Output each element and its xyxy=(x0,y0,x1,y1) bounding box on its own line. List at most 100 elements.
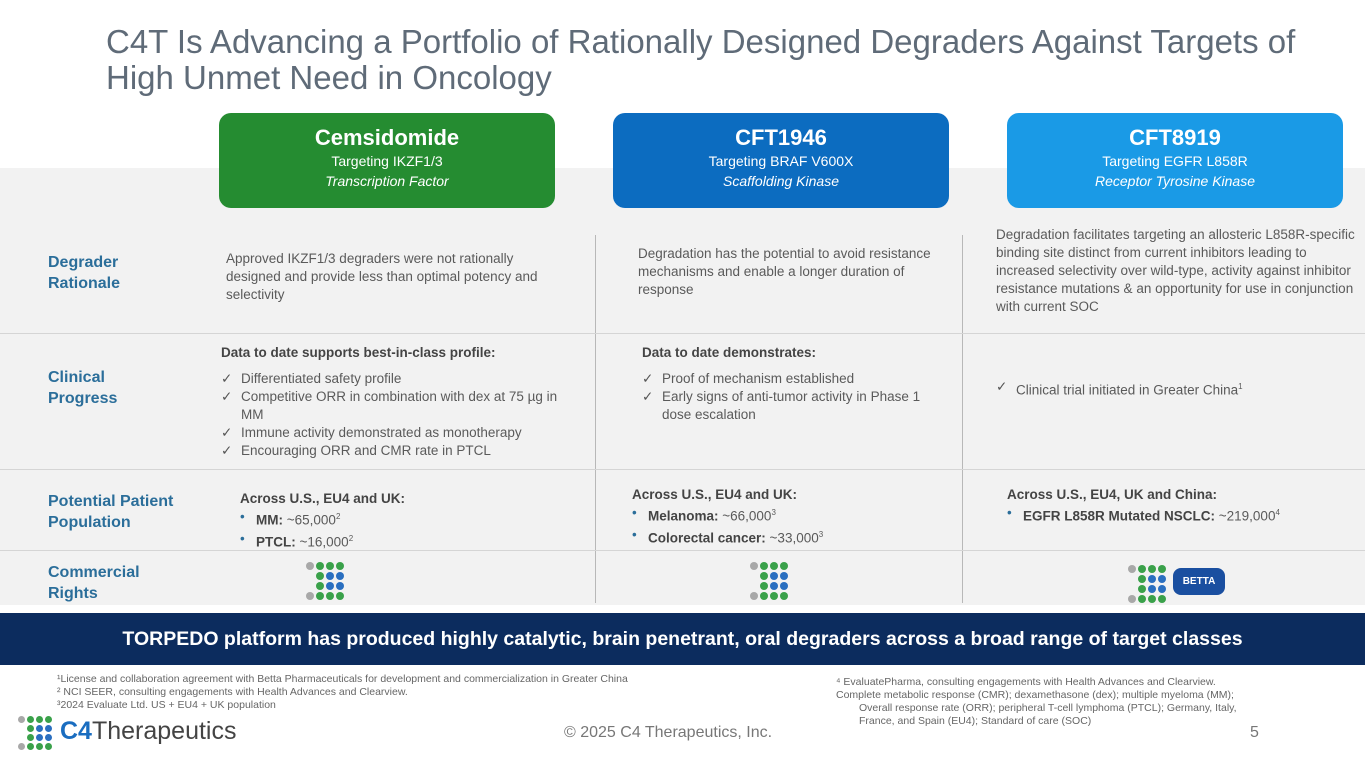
column-divider xyxy=(962,235,963,603)
footnote: ³2024 Evaluate Ltd. US + EU4 + UK popula… xyxy=(57,699,276,711)
program-card-cft8919: CFT8919 Targeting EGFR L858R Receptor Ty… xyxy=(1007,113,1343,208)
logo-dot xyxy=(770,592,778,600)
indication: PTCL: xyxy=(256,534,296,549)
logo-dot xyxy=(1138,595,1146,603)
logo-dot xyxy=(770,562,778,570)
logo-dot xyxy=(326,572,334,580)
footnote: ² NCI SEER, consulting engagements with … xyxy=(57,686,408,698)
indication: Colorectal cancer: xyxy=(648,530,766,545)
logo-dot xyxy=(45,725,52,732)
footnote: France, and Spain (EU4); Standard of car… xyxy=(859,715,1092,727)
logo-dot xyxy=(306,572,314,580)
program-card-cemsidomide: Cemsidomide Targeting IKZF1/3 Transcript… xyxy=(219,113,555,208)
clinical-heading: Data to date demonstrates: xyxy=(642,345,817,360)
logo-dot xyxy=(18,725,25,732)
row-divider xyxy=(0,333,1365,334)
program-card-cft1946: CFT1946 Targeting BRAF V600X Scaffolding… xyxy=(613,113,949,208)
row-label-rights: Commercial Rights xyxy=(48,564,140,602)
logo-dot xyxy=(336,572,344,580)
program-name: CFT8919 xyxy=(1129,125,1221,150)
logo-dot xyxy=(1128,595,1136,603)
column-divider xyxy=(595,235,596,603)
footnote-ref: 3 xyxy=(818,529,824,539)
count: ~66,000 xyxy=(718,508,772,524)
logo-dot xyxy=(1148,575,1156,583)
row-divider xyxy=(0,469,1365,470)
logo-dot xyxy=(770,582,778,590)
population-heading: Across U.S., EU4 and UK: xyxy=(632,487,798,502)
logo-dot xyxy=(1158,595,1166,603)
row-label-rationale: Degrader Rationale xyxy=(48,254,121,292)
clinical-item: Encouraging ORR and CMR rate in PTCL xyxy=(221,442,581,460)
indication: MM: xyxy=(256,512,283,528)
logo-dot xyxy=(1148,585,1156,593)
logo-dot xyxy=(1128,585,1136,593)
row-divider xyxy=(0,550,1365,551)
population-cft1946: Across U.S., EU4 and UK: Melanoma: ~66,0… xyxy=(632,486,952,547)
clinical-cemsidomide: Data to date supports best-in-class prof… xyxy=(221,344,581,460)
clinical-item: Competitive ORR in combination with dex … xyxy=(221,388,581,424)
logo-dot xyxy=(760,562,768,570)
logo-dot xyxy=(18,716,25,723)
logo-dot xyxy=(27,734,34,741)
footnotes-left: ¹License and collaboration agreement wit… xyxy=(57,673,628,712)
logo-dot xyxy=(1138,575,1146,583)
logo-dot xyxy=(1148,565,1156,573)
logo-therapeutics: Therapeutics xyxy=(91,717,237,745)
program-class: Scaffolding Kinase xyxy=(723,173,839,189)
logo-dot xyxy=(306,582,314,590)
c4-logo-icon xyxy=(306,562,344,600)
logo-dot xyxy=(1158,575,1166,583)
logo-dot xyxy=(780,572,788,580)
program-class: Receptor Tyrosine Kinase xyxy=(1094,173,1256,189)
footnotes-right: ⁴ EvaluatePharma, consulting engagements… xyxy=(836,676,1237,728)
population-item: Colorectal cancer: ~33,0003 xyxy=(632,526,952,548)
logo-dot xyxy=(316,592,324,600)
logo-dot xyxy=(750,592,758,600)
clinical-item: Clinical trial initiated in Greater Chin… xyxy=(996,378,1356,400)
program-target: Targeting EGFR L858R xyxy=(1102,153,1248,169)
rationale-cft1946: Degradation has the potential to avoid r… xyxy=(638,246,931,297)
company-logo-icon xyxy=(18,716,52,750)
logo-dot xyxy=(780,562,788,570)
clinical-item: Proof of mechanism established xyxy=(642,370,947,388)
program-name: Cemsidomide xyxy=(314,125,460,150)
population-item: EGFR L858R Mutated NSCLC: ~219,0004 xyxy=(1007,504,1347,526)
logo-dot xyxy=(780,582,788,590)
population-item: Melanoma: ~66,0003 xyxy=(632,504,952,526)
footnote-ref: 2 xyxy=(335,512,341,521)
indication: EGFR L858R Mutated NSCLC: xyxy=(1023,508,1216,524)
logo-dot xyxy=(1158,585,1166,593)
count: ~33,000 xyxy=(765,530,819,545)
clinical-item: Differentiated safety profile xyxy=(221,370,581,388)
logo-dot xyxy=(760,582,768,590)
logo-dot xyxy=(326,562,334,570)
population-item: PTCL: ~16,0002 xyxy=(240,530,560,552)
clinical-item-text: Clinical trial initiated in Greater Chin… xyxy=(1016,382,1239,398)
logo-dot xyxy=(1158,565,1166,573)
logo-dot xyxy=(326,582,334,590)
count: ~65,000 xyxy=(283,512,336,528)
clinical-item: Early signs of anti-tumor activity in Ph… xyxy=(642,388,947,424)
program-name: CFT1946 xyxy=(735,125,827,150)
footnote-ref: 4 xyxy=(1275,508,1280,517)
population-cemsidomide: Across U.S., EU4 and UK: MM: ~65,0002 PT… xyxy=(240,490,560,551)
program-target: Targeting BRAF V600X xyxy=(708,153,854,169)
logo-dot xyxy=(18,743,25,750)
population-item: MM: ~65,0002 xyxy=(240,508,560,530)
rationale-cemsidomide: Approved IKZF1/3 degraders were not rati… xyxy=(226,251,538,302)
logo-dot xyxy=(36,725,43,732)
logo-dot xyxy=(18,734,25,741)
company-logo: C4Therapeutics xyxy=(60,717,237,745)
footnote-ref: 2 xyxy=(348,533,354,543)
population-heading: Across U.S., EU4 and UK: xyxy=(240,491,406,506)
footnote-ref: 3 xyxy=(771,508,776,517)
logo-dot xyxy=(1128,565,1136,573)
row-label-clinical: Clinical Progress xyxy=(48,369,118,407)
page-number: 5 xyxy=(1250,724,1259,741)
logo-dot xyxy=(45,716,52,723)
logo-dot xyxy=(27,743,34,750)
page-title: C4T Is Advancing a Portfolio of Rational… xyxy=(106,23,1296,96)
c4-logo-icon xyxy=(1128,565,1166,603)
row-label-population: Potential Patient Population xyxy=(48,493,174,531)
